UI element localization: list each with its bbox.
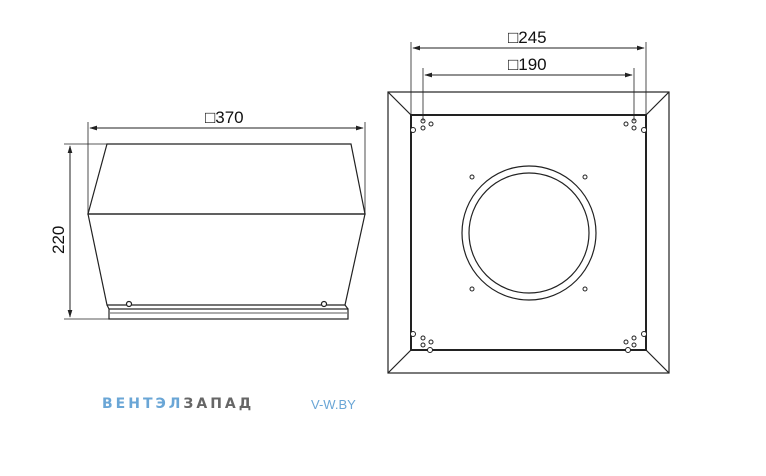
hood-lower-body <box>87 213 366 306</box>
brand-part-1: ВЕНТЭЛ <box>102 396 184 412</box>
brand-part-2: ЗАПАД <box>183 396 255 412</box>
duct-opening-outer <box>461 165 597 301</box>
top-outer-label: □245 <box>508 28 547 47</box>
screw-hole <box>582 174 588 180</box>
side-width-label: □370 <box>205 108 244 127</box>
top-view <box>387 42 670 374</box>
website-label: V-W.BY <box>311 397 356 412</box>
screw-hole <box>469 174 475 180</box>
brand-logo: ВЕНТЭЛЗАПАД <box>102 396 254 412</box>
duct-opening-inner <box>468 172 590 294</box>
inner-frame <box>410 114 647 351</box>
base-flange <box>108 308 349 320</box>
bolt <box>320 300 328 308</box>
top-inner-label: □190 <box>508 55 547 74</box>
screw-hole <box>469 286 475 292</box>
side-view <box>64 122 366 320</box>
hood-upper-body <box>87 143 366 215</box>
outer-frame <box>387 91 670 374</box>
side-height-label: 220 <box>49 226 68 254</box>
bolt <box>125 300 133 308</box>
screw-hole <box>582 286 588 292</box>
